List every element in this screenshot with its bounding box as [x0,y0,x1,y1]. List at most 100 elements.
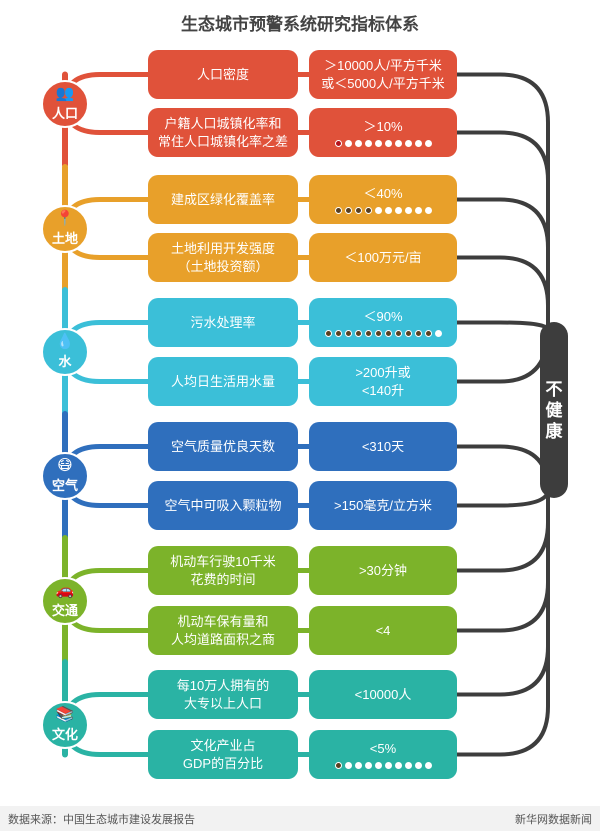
indicator-threshold: 或＜5000人/平方千米 [321,75,445,91]
dot-empty [394,140,402,147]
dot-filled [334,330,342,337]
dot-empty [424,140,432,147]
indicator-value-box: ＞10000人/平方千米或＜5000人/平方千米 [309,50,457,99]
indicator-label: 人均道路面积之商 [170,631,275,647]
indicator-label-box: 空气质量优良天数 [148,422,298,471]
connector-to-verdict [455,130,550,332]
dot-filled [394,330,402,337]
indicator-label-box: 机动车保有量和人均道路面积之商 [148,606,298,655]
category-1: 📍 土地 [41,204,89,253]
source-note: 数据来源：中国生态城市建设发展报告 [8,814,195,826]
dot-scale [334,140,432,147]
indicator-label: 建成区绿化覆盖率 [170,191,275,207]
indicator-label: 机动车行驶10千米 [170,553,276,569]
category-5: 📚文化 [41,700,89,749]
indicator-label-box: 污水处理率 [148,298,298,347]
gas-mask-icon: 😷 [57,457,73,474]
dot-filled [354,207,362,214]
dot-empty [394,762,402,769]
dot-filled [344,330,352,337]
dot-empty [424,762,432,769]
indicator-label: 户籍人口城镇化率和 [164,115,282,131]
water-drop-icon: 💧 [55,333,75,350]
indicator-value-box: ＜100万元/亩 [309,233,457,282]
land-pin-icon: 📍 [55,209,75,227]
dot-empty [404,207,412,214]
indicator-label-box: 每10万人拥有的大专以上人口 [148,670,298,719]
dot-empty [364,762,372,769]
indicator-value-box: >30分钟 [309,546,457,595]
indicator-label: 每10万人拥有的 [176,677,270,693]
indicator-value-box: <10000人 [309,670,457,719]
dot-empty [434,330,442,337]
indicator-label: 空气中可吸入颗粒物 [164,497,282,513]
indicator-threshold: >30分钟 [358,562,408,578]
category-4: 🚗交通 [41,576,89,625]
footer: 数据来源：中国生态城市建设发展报告 新华网数据新闻 [0,806,600,831]
indicator-label: GDP的百分比 [182,755,264,771]
dot-filled [384,330,392,337]
indicator-value-box: ＜90% [309,298,457,347]
dot-scale [334,207,432,214]
dot-empty [384,207,392,214]
indicator-value-box: >200升或<140升 [309,357,457,406]
dot-empty [344,762,352,769]
dot-scale [324,330,442,337]
indicator-value-box: <4 [309,606,457,655]
indicator-label: 人均日生活用水量 [170,373,275,389]
indicator-label-box: 户籍人口城镇化率和常住人口城镇化率之差 [148,108,298,157]
indicator-label: 机动车保有量和 [177,613,269,629]
dot-filled [354,330,362,337]
category-name: 空气 [51,478,78,493]
category-name: 土地 [51,230,78,246]
dot-empty [374,762,382,769]
dot-scale [334,762,432,769]
indicator-threshold: <140升 [361,382,405,398]
dot-empty [364,140,372,147]
indicator-label: 文化产业占 [190,737,256,753]
indicator-label-box: 建成区绿化覆盖率 [148,175,298,224]
indicator-value-box: >150毫克/立方米 [309,481,457,530]
category-name: 交通 [51,602,78,618]
dot-filled [374,330,382,337]
dot-filled [334,762,342,769]
indicator-label-box: 文化产业占 GDP的百分比 [148,730,298,779]
indicator-value-box: ＜40% [309,175,457,224]
category-3: 😷 空气 [41,452,89,500]
connector-to-verdict [455,488,550,697]
connector-to-verdict [455,444,550,492]
indicator-label-box: 人口密度 [148,50,298,99]
indicator-label: 常住人口城镇化率之差 [157,133,288,149]
dot-empty [354,762,362,769]
dot-filled [334,140,342,147]
category-2: 💧水 [41,328,89,376]
indicator-value-box: <310天 [309,422,457,471]
verdict-label: 不健康 [545,379,563,441]
verdict-bar: 不健康 [540,322,568,498]
people-icon: 👥 [55,84,75,102]
indicator-label: 人口密度 [196,66,249,82]
indicator-label-box: 土地利用开发强度（土地投资额） [148,233,298,282]
dot-empty [404,140,412,147]
connector-to-verdict [455,488,550,508]
dot-filled [324,330,332,337]
indicator-threshold: ＜100万元/亩 [344,249,422,265]
indicator-label: 污水处理率 [190,314,256,330]
connector-to-verdict [455,197,550,332]
indicator-label-box: 机动车行驶10千米花费的时间 [148,546,298,595]
dot-empty [374,140,382,147]
connector-to-verdict [455,328,550,384]
indicator-label: （土地投资额） [177,258,269,274]
indicator-threshold: <4 [375,622,391,638]
indicator-label: 花费的时间 [190,571,256,587]
indicator-threshold: ＜40% [363,186,403,201]
indicator-threshold: >150毫克/立方米 [334,497,432,513]
books-icon: 📚 [55,705,75,723]
dot-empty [414,207,422,214]
indicator-threshold: ＞10% [363,119,403,134]
dot-filled [344,207,352,214]
dot-filled [424,330,432,337]
dot-filled [364,207,372,214]
credit-note: 新华网数据新闻 [515,814,592,826]
